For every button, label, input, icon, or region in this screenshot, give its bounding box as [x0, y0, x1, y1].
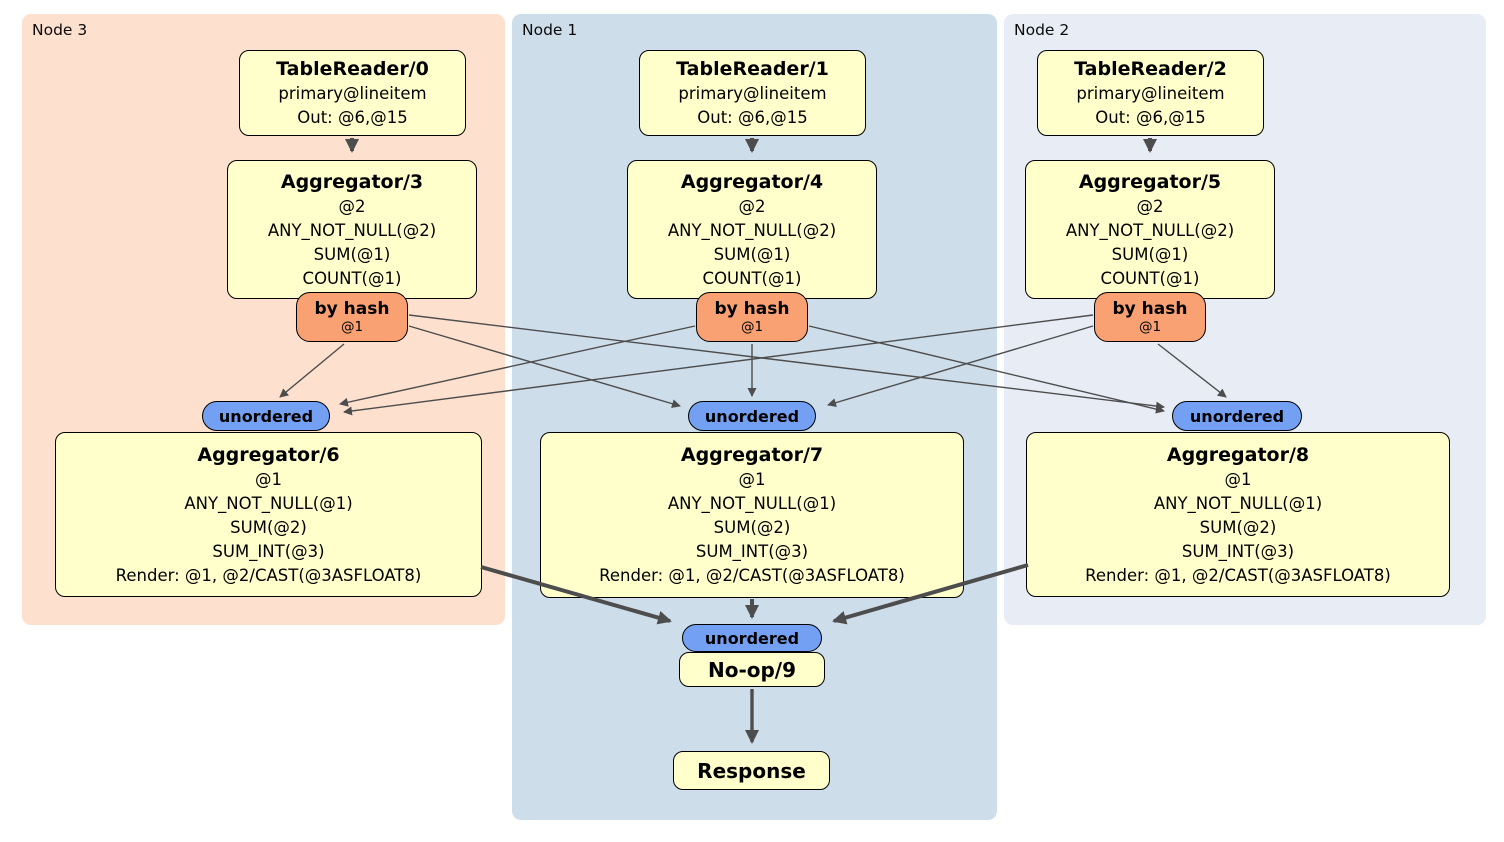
router-detail: @1 — [1138, 318, 1162, 335]
processor-title: Aggregator/7 — [680, 444, 824, 466]
group-node-1-label: Node 1 — [522, 21, 578, 39]
processor-title: Response — [697, 758, 806, 783]
stream-label: unordered — [218, 406, 314, 426]
router-by-hash-node3: by hash @1 — [296, 292, 408, 342]
processor-line: ANY_NOT_NULL(@2) — [667, 220, 837, 240]
processor-title: Aggregator/8 — [1166, 443, 1310, 466]
stream-unordered-node1: unordered — [688, 401, 816, 431]
processor-line: Out: @6,@15 — [297, 108, 408, 127]
processor-line: COUNT(@1) — [702, 268, 802, 288]
processor-title: TableReader/1 — [676, 58, 829, 80]
router-label: by hash — [314, 298, 390, 319]
processor-line: Out: @6,@15 — [697, 108, 808, 127]
stream-label: unordered — [704, 628, 800, 648]
stream-unordered-node3: unordered — [202, 401, 330, 431]
processor-line: primary@lineitem — [1076, 84, 1225, 103]
processor-title: Aggregator/3 — [280, 170, 424, 193]
processor-line: @1 — [738, 470, 766, 489]
stream-label: unordered — [1189, 406, 1285, 426]
processor-line: SUM(@2) — [713, 518, 791, 537]
response-box: Response — [673, 751, 830, 790]
router-by-hash-node1: by hash @1 — [696, 292, 808, 342]
processor-line: @2 — [338, 196, 366, 216]
processor-line: ANY_NOT_NULL(@1) — [1153, 493, 1323, 513]
processor-line: Render: @1, @2/CAST(@3ASFLOAT8) — [115, 565, 422, 585]
processor-line: Render: @1, @2/CAST(@3ASFLOAT8) — [1085, 565, 1391, 585]
processor-line: SUM(@2) — [230, 517, 307, 537]
router-label: by hash — [714, 298, 790, 319]
group-node-3-label: Node 3 — [32, 21, 88, 39]
router-label: by hash — [1112, 298, 1188, 319]
processor-line: SUM_INT(@3) — [1181, 541, 1295, 561]
processor-title: No-op/9 — [707, 657, 797, 682]
processor-title: TableReader/0 — [276, 58, 429, 80]
processor-line: SUM(@1) — [1111, 244, 1189, 264]
processor-line: ANY_NOT_NULL(@2) — [267, 220, 437, 240]
processor-line: @1 — [1224, 469, 1252, 489]
processor-line: SUM_INT(@3) — [695, 542, 809, 561]
processor-noop-9: No-op/9 — [679, 652, 825, 687]
processor-line: primary@lineitem — [678, 84, 827, 103]
processor-title: Aggregator/5 — [1078, 170, 1222, 193]
processor-line: SUM_INT(@3) — [212, 541, 325, 561]
processor-title: Aggregator/4 — [680, 170, 824, 193]
stream-unordered-node2: unordered — [1172, 401, 1302, 431]
processor-line: Render: @1, @2/CAST(@3ASFLOAT8) — [599, 566, 905, 585]
processor-line: @2 — [738, 196, 766, 216]
processor-line: SUM(@1) — [313, 244, 391, 264]
processor-line: primary@lineitem — [278, 84, 427, 103]
processor-line: COUNT(@1) — [302, 268, 402, 288]
processor-line: Out: @6,@15 — [1095, 108, 1206, 127]
processor-line: @1 — [254, 469, 282, 489]
processor-title: TableReader/2 — [1074, 58, 1227, 80]
processor-line: ANY_NOT_NULL(@1) — [667, 494, 837, 513]
processor-title: Aggregator/6 — [197, 443, 340, 466]
router-detail: @1 — [340, 318, 364, 335]
processor-line: SUM(@2) — [1199, 517, 1277, 537]
router-by-hash-node2: by hash @1 — [1094, 292, 1206, 342]
stream-label: unordered — [704, 406, 800, 426]
processor-line: ANY_NOT_NULL(@2) — [1065, 220, 1235, 240]
processor-line: @2 — [1136, 196, 1164, 216]
processor-line: ANY_NOT_NULL(@1) — [184, 493, 353, 513]
processor-line: SUM(@1) — [713, 244, 791, 264]
processor-line: COUNT(@1) — [1100, 268, 1200, 288]
stream-unordered-final: unordered — [682, 624, 822, 652]
group-node-2-label: Node 2 — [1014, 21, 1070, 39]
router-detail: @1 — [740, 318, 764, 335]
